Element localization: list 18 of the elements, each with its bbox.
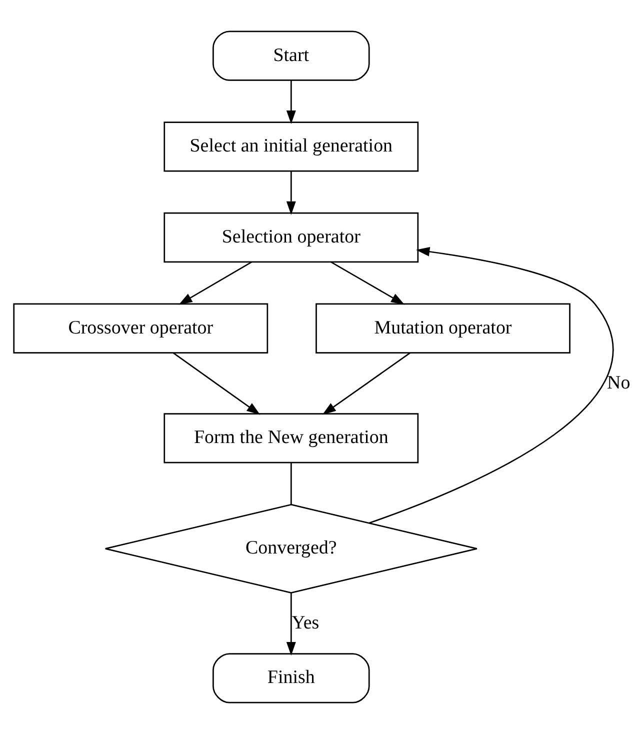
node-box: Select an initial generation: [164, 121, 419, 172]
arrow: [286, 170, 296, 214]
arrow: [178, 260, 252, 304]
node-box: Selection operator: [164, 212, 419, 262]
arrow: [330, 260, 405, 304]
node-box: Start: [212, 30, 370, 80]
node-box: Form the New generation: [164, 412, 419, 463]
node-diamond: Converged?: [104, 503, 478, 593]
arrow: [368, 246, 614, 524]
arrow: [286, 80, 296, 124]
connector: [290, 462, 292, 504]
node-box: Finish: [212, 652, 370, 703]
node-box: Crossover operator: [13, 302, 268, 353]
arrow: [172, 352, 260, 414]
node-box: Mutation operator: [316, 302, 570, 353]
edge-label: No: [607, 372, 630, 393]
arrow: [322, 352, 410, 414]
arrow: [286, 592, 296, 656]
